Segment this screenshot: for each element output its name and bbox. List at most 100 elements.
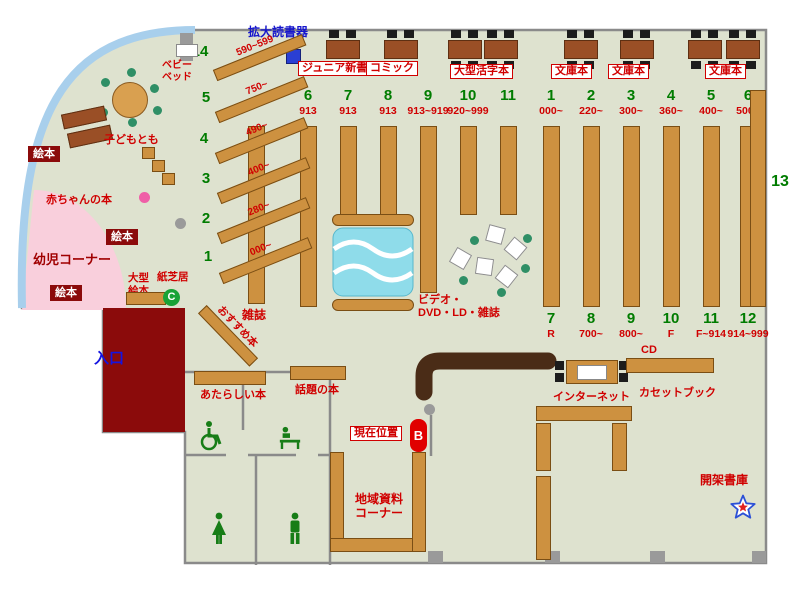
section-label-bunko-2: 文庫本 <box>608 64 649 79</box>
table-top <box>384 40 418 59</box>
chair <box>640 30 650 38</box>
chair <box>623 30 633 38</box>
open-stacks-star-icon <box>730 494 756 519</box>
bookshelf-column <box>583 126 600 307</box>
stool-gray <box>424 404 435 415</box>
shelf-range: 914~999 <box>727 328 769 340</box>
shelf-number: 9 <box>423 87 433 104</box>
local-materials-shelf <box>330 452 344 552</box>
stool <box>497 288 506 297</box>
stool-gray <box>175 218 186 229</box>
bookshelf-column <box>623 126 640 307</box>
baby-bed <box>176 44 198 57</box>
chair <box>555 361 564 370</box>
chair <box>346 30 356 38</box>
stool <box>521 264 530 273</box>
baby-books-label: 赤ちゃんの本 <box>46 194 112 206</box>
bookshelf <box>612 423 627 471</box>
shelf-range: 360~ <box>659 105 683 117</box>
cd-label: CD <box>641 344 657 356</box>
section-label-comic: コミック <box>366 61 418 76</box>
shelf-number: 5 <box>706 87 716 104</box>
kids-round-table <box>112 82 148 118</box>
shelf-range: 913 <box>299 105 317 117</box>
chair <box>729 30 739 38</box>
shelf-number: 3 <box>201 170 211 187</box>
bookshelf-column <box>340 126 357 215</box>
open-stacks-label: 開架書庫 <box>700 473 749 487</box>
shelf-number: 10 <box>662 310 680 327</box>
topical-books-shelf <box>290 366 346 380</box>
shelf-range: F <box>667 328 675 340</box>
shelf-range: 300~ <box>619 105 643 117</box>
entrance-wall <box>103 308 185 432</box>
cd-shelf <box>626 358 714 373</box>
shelf-number: 12 <box>739 310 757 327</box>
bookshelf-column <box>380 126 397 215</box>
chair <box>691 30 701 38</box>
bookshelf-column <box>420 126 437 293</box>
shelf-number: 11 <box>500 87 516 104</box>
chair <box>708 30 718 38</box>
internet-label: インターネット <box>553 391 630 403</box>
shelf-number: 11 <box>703 310 719 327</box>
bookshelf-column <box>460 126 477 215</box>
stool <box>128 118 137 127</box>
kids-shelf <box>126 292 166 305</box>
toddler-corner-label: 幼児コーナー <box>33 252 112 267</box>
entrance-label: 入口 <box>94 350 125 367</box>
cassette-books-label: カセットブック <box>639 387 716 399</box>
chair <box>468 30 478 38</box>
shelf-range: 000~ <box>539 105 563 117</box>
table-top <box>448 40 482 59</box>
shelf-range: 913~919 <box>407 105 449 117</box>
chair <box>619 373 628 382</box>
table-top <box>564 40 598 59</box>
toddler-corner-floor <box>22 190 126 310</box>
stool <box>150 84 159 93</box>
step-block <box>142 147 155 159</box>
chair <box>404 30 414 38</box>
shelf-range: R <box>547 328 555 340</box>
stool <box>459 276 468 285</box>
shelf-number: 2 <box>201 210 211 227</box>
chair <box>567 30 577 38</box>
shelf-number: 10 <box>459 87 477 104</box>
chair <box>504 30 514 38</box>
av-seat <box>474 256 495 277</box>
section-label-junior: ジュニア新書 <box>298 61 372 76</box>
shelf-number: 8 <box>586 310 596 327</box>
stool <box>523 234 532 243</box>
magazine-label: 雑誌 <box>242 308 267 322</box>
table-top <box>688 40 722 59</box>
shelf-range: 220~ <box>579 105 603 117</box>
stool-pink <box>139 192 150 203</box>
chair <box>619 361 628 370</box>
bench <box>332 299 414 311</box>
stool <box>127 68 136 77</box>
bookshelf <box>536 476 551 560</box>
shelf-number: 5 <box>201 89 211 106</box>
service-counter <box>415 352 557 401</box>
shelf-number: 13 <box>771 173 789 190</box>
table-top <box>726 40 760 59</box>
woman-icon <box>212 512 226 544</box>
new-books-shelf <box>194 371 266 385</box>
step-block <box>152 160 165 172</box>
shelf-range: F~914 <box>695 328 727 340</box>
stool <box>153 106 162 115</box>
shelf-number: 6 <box>303 87 313 104</box>
section-label-bunko-1: 文庫本 <box>551 64 592 79</box>
step-block <box>162 173 175 185</box>
local-materials-shelf <box>412 452 426 552</box>
baby-bed-label: ベビー ベッド <box>162 60 192 83</box>
bookshelf <box>536 423 551 471</box>
chair <box>387 30 397 38</box>
chair <box>584 30 594 38</box>
chair <box>451 30 461 38</box>
shelf-number: 4 <box>666 87 676 104</box>
shelf-range: 700~ <box>579 328 603 340</box>
shelf-number: 1 <box>546 87 556 104</box>
bench <box>332 214 414 226</box>
chair <box>691 61 701 69</box>
